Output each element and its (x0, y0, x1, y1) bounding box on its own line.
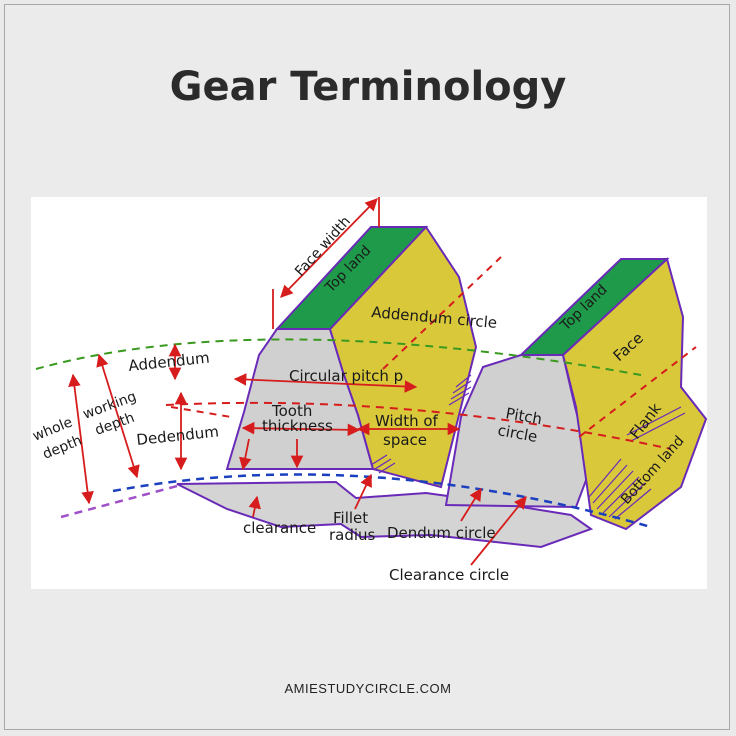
gear-base (176, 480, 594, 549)
dedendum-label: Dedendum (136, 422, 220, 449)
auxiliary-lines (170, 256, 697, 438)
tooth-2-top-land (518, 258, 670, 356)
fillet-radius-label-2: radius (329, 526, 376, 544)
addendum-circle-line (35, 338, 642, 376)
fillet-hatching (370, 374, 686, 520)
clearance-circle-line (60, 483, 182, 519)
pitch-circle-line (165, 401, 672, 450)
dendum-circle-label: Dendum circle (387, 524, 496, 542)
gear-diagram: Face width Top land Addendum circle Top … (31, 197, 707, 584)
dimension-arrows (68, 197, 527, 566)
page-title: Gear Terminology (169, 64, 567, 110)
site-footer: AMIESTUDYCIRCLE.COM (284, 681, 452, 696)
width-of-space-label-1: Width of (375, 412, 439, 430)
fillet-radius-label-1: Fillet (333, 509, 368, 527)
tooth-thickness-label-1: Tooth (271, 402, 312, 420)
tooth-thickness-label-2: thickness (262, 417, 333, 435)
circular-pitch-label: Circular pitch p (289, 367, 403, 385)
addendum-label: Addendum (128, 349, 211, 375)
width-of-space-label-2: space (383, 431, 427, 449)
clearance-label: clearance (243, 519, 316, 537)
clearance-circle-label: Clearance circle (389, 566, 509, 584)
diagram-panel: Face width Top land Addendum circle Top … (31, 197, 707, 589)
